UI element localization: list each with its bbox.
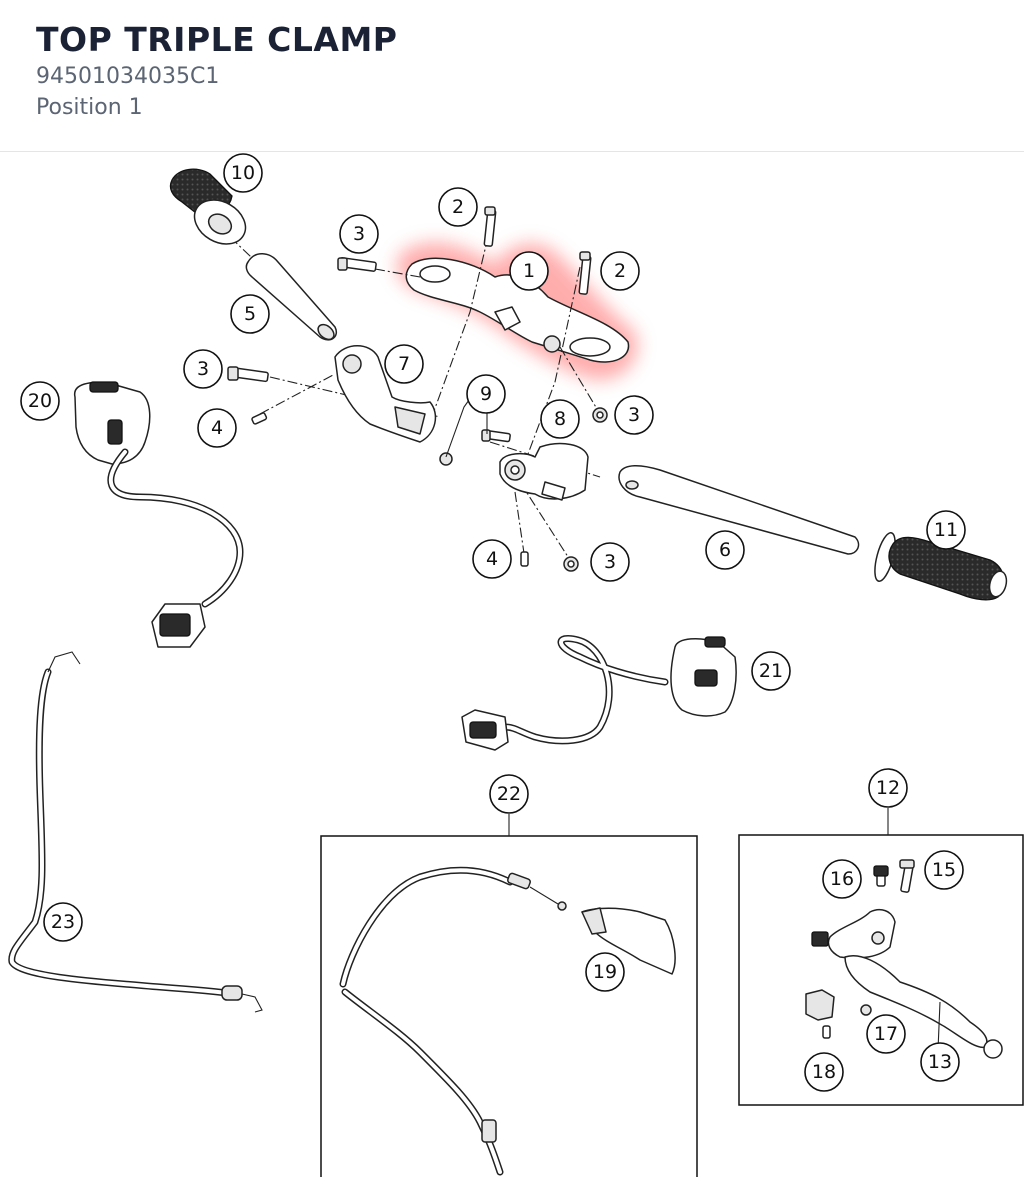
clutch-lever-assembly[interactable] [805, 859, 1003, 1059]
bolt-3a[interactable] [337, 257, 377, 272]
callout-label: 18 [812, 1061, 836, 1083]
page-title: TOP TRIPLE CLAMP [36, 20, 398, 59]
callout-17[interactable]: 17 [866, 1014, 906, 1054]
bolt-9a[interactable] [481, 429, 511, 443]
callout-16[interactable]: 16 [822, 859, 862, 899]
callout-3c[interactable]: 3 [614, 395, 654, 435]
callout-3a[interactable]: 3 [339, 214, 379, 254]
nut-3d[interactable] [563, 556, 579, 572]
callout-15[interactable]: 15 [924, 850, 964, 890]
callout-22[interactable]: 22 [489, 774, 529, 814]
callout-4a[interactable]: 4 [197, 408, 237, 448]
right-switch-assembly[interactable] [461, 635, 737, 751]
left-grip[interactable] [169, 168, 253, 253]
callout-9[interactable]: 9 [466, 374, 506, 414]
callout-label: 7 [398, 353, 410, 375]
callout-label: 21 [759, 660, 783, 682]
callout-label: 2 [614, 260, 626, 282]
screw-4a[interactable] [251, 412, 268, 425]
callout-1[interactable]: 1 [509, 251, 549, 291]
callout-7[interactable]: 7 [384, 344, 424, 384]
throttle-housing[interactable] [581, 907, 676, 975]
callout-3d[interactable]: 3 [590, 542, 630, 582]
callout-label: 5 [244, 303, 256, 325]
callout-label: 3 [197, 358, 209, 380]
callout-label: 4 [211, 417, 223, 439]
assembly-box-22 [320, 814, 698, 1177]
throttle-cable[interactable] [339, 866, 567, 1176]
nut-9b[interactable] [439, 452, 453, 466]
callout-label: 3 [628, 404, 640, 426]
right-handlebar-tube[interactable] [618, 465, 860, 555]
callout-label: 9 [480, 383, 492, 405]
callout-label: 15 [932, 859, 956, 881]
callout-label: 6 [719, 539, 731, 561]
callout-13[interactable]: 13 [920, 1042, 960, 1082]
right-handlebar-clamp[interactable] [499, 442, 589, 501]
callout-label: 11 [934, 519, 958, 541]
exploded-parts-diagram: 1 2 2 3 3 3 3 4 4 5 6 7 8 9 10 11 12 13 … [8, 153, 1024, 1177]
assembly-box-12 [738, 808, 1024, 1106]
callout-label: 20 [28, 390, 52, 412]
page-header: TOP TRIPLE CLAMP 94501034035C1 Position … [0, 0, 1024, 152]
position-label: Position 1 [36, 95, 143, 120]
screw-4b[interactable] [520, 551, 529, 567]
callout-4b[interactable]: 4 [472, 539, 512, 579]
callout-5[interactable]: 5 [230, 294, 270, 334]
callout-label: 23 [51, 911, 75, 933]
long-cable[interactable] [8, 651, 263, 1013]
callout-label: 17 [874, 1023, 898, 1045]
callout-label: 13 [928, 1051, 952, 1073]
bolt-2a[interactable] [483, 206, 497, 247]
right-grip[interactable] [871, 531, 1009, 601]
left-handlebar-clamp[interactable] [334, 345, 437, 443]
callout-6[interactable]: 6 [705, 530, 745, 570]
callout-label: 12 [876, 777, 900, 799]
callout-label: 3 [604, 551, 616, 573]
left-handlebar-tube[interactable] [245, 253, 337, 343]
callout-18[interactable]: 18 [804, 1052, 844, 1092]
callout-3b[interactable]: 3 [183, 349, 223, 389]
callout-8[interactable]: 8 [540, 399, 580, 439]
top-triple-clamp[interactable] [405, 257, 630, 363]
callout-10[interactable]: 10 [223, 153, 263, 193]
callout-2a[interactable]: 2 [438, 187, 478, 227]
callout-20[interactable]: 20 [20, 381, 60, 421]
callout-label: 3 [353, 223, 365, 245]
callout-label: 2 [452, 196, 464, 218]
callout-label: 4 [486, 548, 498, 570]
callout-label: 16 [830, 868, 854, 890]
callout-label: 1 [523, 260, 535, 282]
callout-label: 22 [497, 783, 521, 805]
callout-label: 8 [554, 408, 566, 430]
callout-2b[interactable]: 2 [600, 251, 640, 291]
callout-label: 19 [593, 961, 617, 983]
part-number: 94501034035C1 [36, 64, 220, 89]
callout-23[interactable]: 23 [43, 902, 83, 942]
bolt-3b[interactable] [227, 366, 269, 383]
callout-12[interactable]: 12 [868, 768, 908, 808]
callout-21[interactable]: 21 [751, 651, 791, 691]
callout-11[interactable]: 11 [926, 510, 966, 550]
callout-19[interactable]: 19 [585, 952, 625, 992]
bolt-2b[interactable] [578, 251, 592, 295]
callout-label: 10 [231, 162, 255, 184]
left-switch-assembly[interactable] [74, 381, 244, 648]
nut-3c[interactable] [592, 407, 608, 423]
